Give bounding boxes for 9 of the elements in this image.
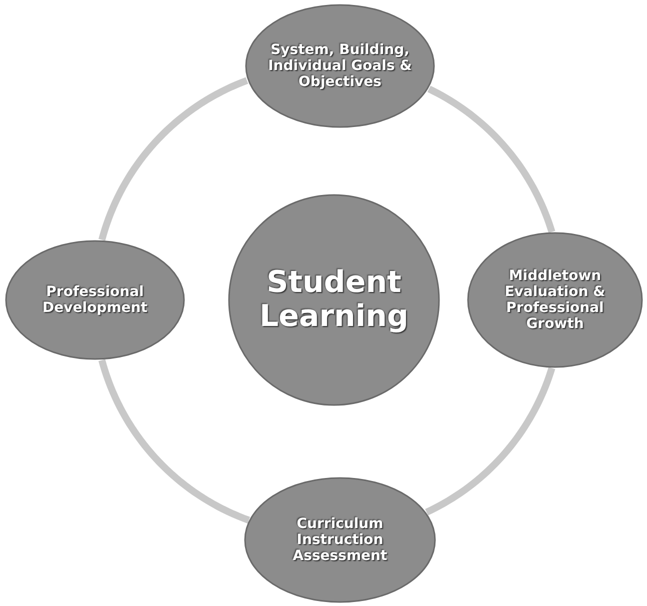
center-label: Student Learning	[258, 266, 410, 334]
topic-label: Middletown Evaluation & Professional Growth	[504, 268, 606, 332]
topic-label: Professional Development	[42, 284, 148, 316]
topic-label: Curriculum Instruction Assessment	[292, 516, 388, 564]
topic-label: System, Building, Individual Goals & Objectives	[267, 42, 413, 90]
connector-arc	[427, 86, 556, 234]
connector-arc	[98, 359, 250, 524]
connector-arc	[425, 366, 556, 516]
connector-arc	[98, 77, 248, 241]
